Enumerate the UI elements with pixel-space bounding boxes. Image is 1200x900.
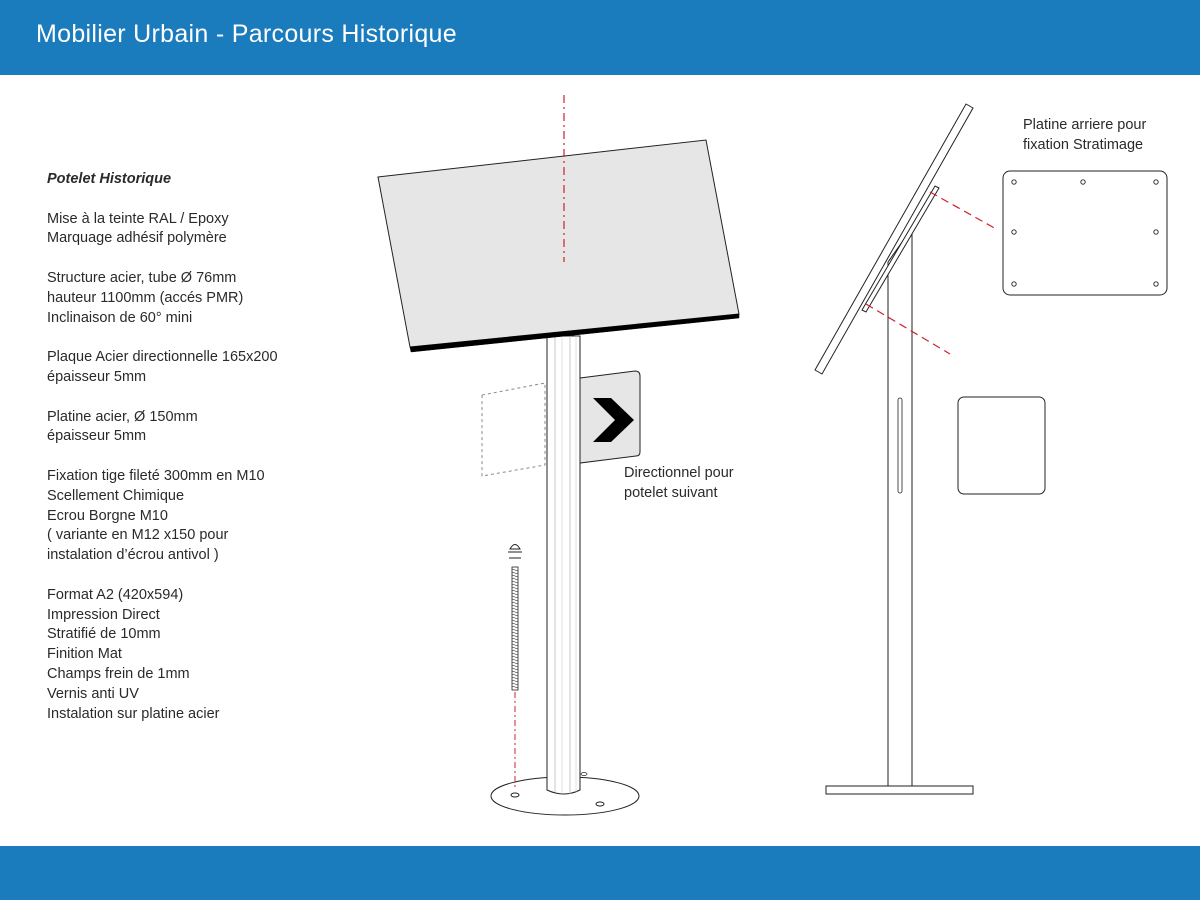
side-base-plate — [825, 785, 974, 795]
spec-line: Plaque Acier directionnelle 165x200 — [47, 349, 278, 366]
spec-heading: Potelet Historique — [47, 171, 172, 187]
spec-line: ( variante en M12 x150 pour — [47, 527, 229, 544]
mount-hole — [1153, 281, 1159, 287]
spec-group-direction-plate: Plaque Acier directionnelle 165x200 épai… — [47, 348, 347, 388]
spec-line: Finition Mat — [47, 646, 122, 663]
spec-line: Mise à la teinte RAL / Epoxy — [47, 210, 229, 227]
spec-line: Platine acier, Ø 150mm — [47, 408, 198, 425]
projection-line — [929, 191, 999, 231]
spec-line: épaisseur 5mm — [47, 368, 147, 385]
post-tube — [546, 335, 581, 795]
annotation-line: potelet suivant — [624, 484, 718, 501]
side-post-slot — [897, 397, 903, 494]
annotation-line: Directionnel pour — [624, 465, 734, 481]
mount-hole — [1011, 281, 1017, 287]
header-bar: Mobilier Urbain - Parcours Historique — [0, 0, 1200, 75]
front-view — [377, 95, 740, 816]
side-rear-bar — [861, 185, 940, 313]
spec-line: hauteur 1100mm (accés PMR) — [47, 289, 244, 306]
spec-line: Ecrou Borgne M10 — [47, 507, 168, 524]
spec-group-base-plate: Platine acier, Ø 150mm épaisseur 5mm — [47, 408, 347, 448]
annotation-line: fixation Stratimage — [1023, 136, 1144, 153]
footer-bar — [0, 846, 1200, 900]
rear-plate-detail — [1002, 170, 1168, 296]
mount-hole — [1011, 179, 1017, 185]
base-plate-hole — [595, 801, 605, 807]
base-plate-hole — [510, 792, 520, 798]
spec-group-print-format: Format A2 (420x594) Impression Direct St… — [47, 586, 347, 725]
mount-hole — [1153, 179, 1159, 185]
page-title: Mobilier Urbain - Parcours Historique — [36, 20, 457, 48]
spec-group-fixing: Fixation tige fileté 300mm en M10 Scelle… — [47, 467, 347, 566]
spec-line: Champs frein de 1mm — [47, 665, 190, 682]
display-panel — [377, 139, 740, 353]
spec-line: Marquage adhésif polymère — [47, 230, 227, 247]
base-plate-hole — [580, 772, 588, 776]
mount-hole — [1153, 229, 1159, 235]
spec-line: Structure acier, tube Ø 76mm — [47, 269, 237, 286]
spec-line: Instalation sur platine acier — [47, 705, 220, 722]
spec-panel: Potelet Historique Mise à la teinte RAL … — [47, 170, 347, 744]
mount-hole — [1080, 179, 1086, 185]
spec-line: instalation d’écrou antivol ) — [47, 547, 219, 564]
rear-plate-annotation: Platine arriere pour fixation Stratimage — [1023, 116, 1146, 156]
spec-line: Stratifié de 10mm — [47, 626, 161, 643]
chevron-right-icon — [593, 398, 634, 442]
spec-line: Format A2 (420x594) — [47, 586, 184, 603]
projection-line — [865, 303, 951, 355]
spec-group-structure: Structure acier, tube Ø 76mm hauteur 110… — [47, 269, 347, 328]
spec-line: Fixation tige fileté 300mm en M10 — [47, 467, 265, 484]
spec-line: épaisseur 5mm — [47, 428, 147, 445]
annotation-line: Platine arriere pour — [1023, 117, 1147, 133]
spec-line: Inclinaison de 60° mini — [47, 309, 193, 326]
direction-plate-detail — [957, 396, 1046, 495]
threaded-rod — [508, 544, 522, 790]
side-view — [814, 103, 999, 795]
spec-line: Vernis anti UV — [47, 685, 139, 702]
spec-group-finish: Mise à la teinte RAL / Epoxy Marquage ad… — [47, 210, 347, 250]
ghost-direction-sign — [481, 382, 546, 477]
direction-sign — [579, 370, 641, 464]
side-panel-profile — [814, 103, 974, 375]
spec-line: Impression Direct — [47, 606, 160, 623]
cap-nut — [509, 544, 521, 550]
direction-sign-annotation: Directionnel pour potelet suivant — [624, 464, 734, 504]
mount-hole — [1011, 229, 1017, 235]
spec-line: Scellement Chimique — [47, 487, 185, 504]
